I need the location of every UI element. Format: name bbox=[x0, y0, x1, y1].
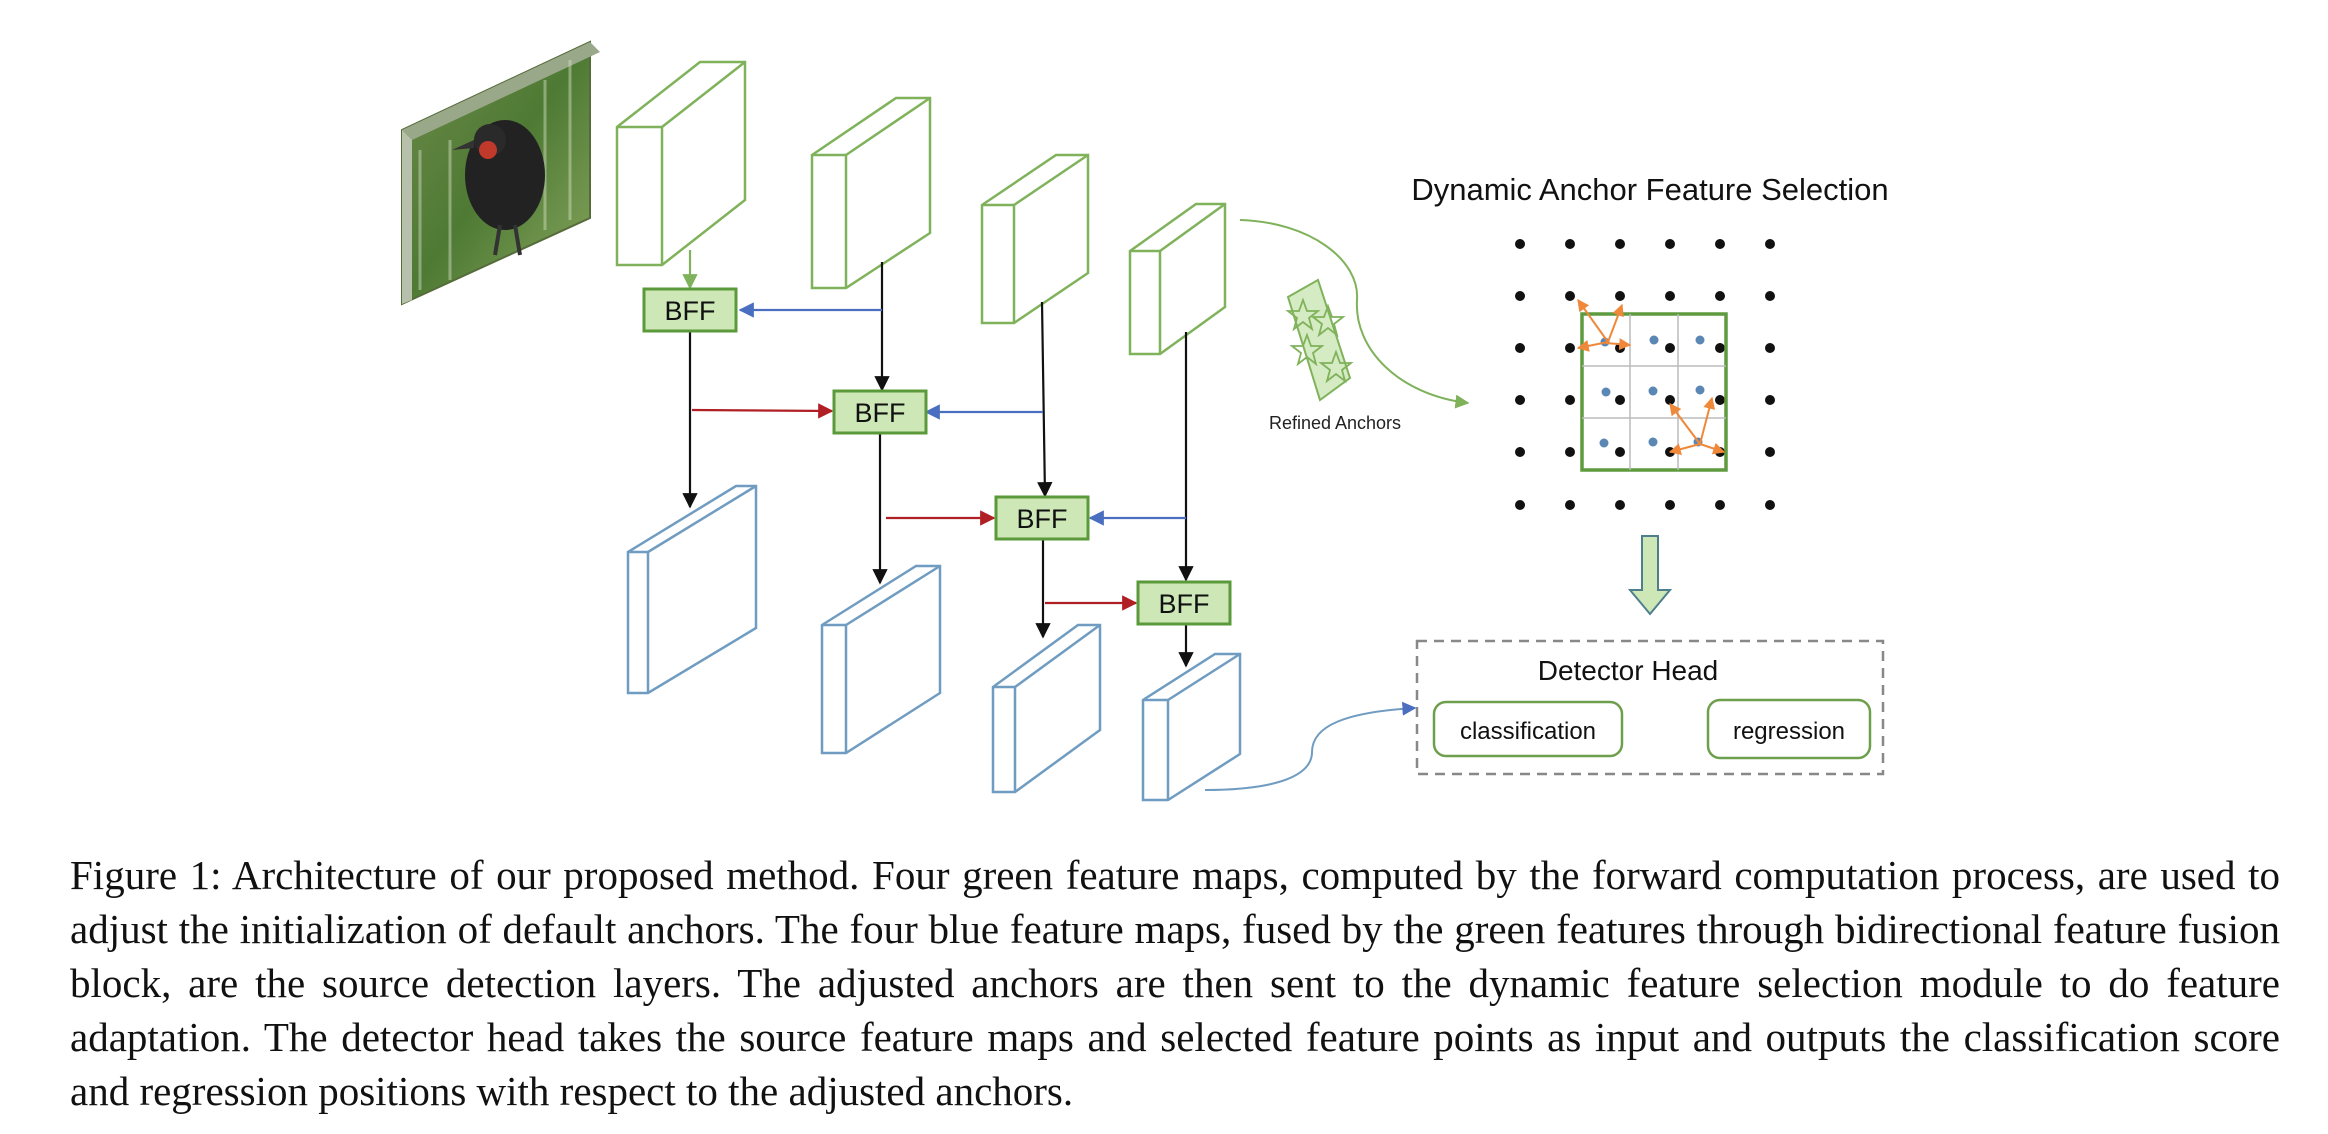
bff-block-1: BFF bbox=[642, 287, 738, 333]
anchor-dot bbox=[1665, 343, 1675, 353]
anchor-dot bbox=[1515, 500, 1525, 510]
anchor-grid bbox=[1515, 239, 1775, 510]
anchor-dot bbox=[1715, 395, 1725, 405]
anchor-dot bbox=[1715, 291, 1725, 301]
bff-block-2: BFF bbox=[832, 389, 928, 435]
detector-head-title: Detector Head bbox=[1538, 655, 1719, 686]
figure-caption: Figure 1: Architecture of our proposed m… bbox=[70, 852, 2280, 1114]
anchor-dot bbox=[1615, 239, 1625, 249]
green-feature-map-2 bbox=[810, 96, 932, 290]
bff-block-4: BFF bbox=[1136, 580, 1232, 626]
anchor-dots bbox=[1515, 239, 1775, 510]
down-arrow-icon bbox=[1627, 535, 1673, 616]
anchor-dot bbox=[1615, 447, 1625, 457]
selected-points bbox=[1599, 335, 1705, 448]
anchor-dot bbox=[1715, 343, 1725, 353]
green-feature-map-4 bbox=[1128, 202, 1227, 356]
detector-head: Detector Head classification regression bbox=[1415, 639, 1885, 776]
anchor-dot bbox=[1715, 239, 1725, 249]
bff-label: BFF bbox=[665, 296, 716, 326]
classification-box bbox=[1432, 700, 1624, 758]
anchor-dot bbox=[1565, 343, 1575, 353]
anchor-dot bbox=[1765, 239, 1775, 249]
blue-feature-map-3 bbox=[991, 623, 1102, 794]
anchor-dot bbox=[1765, 291, 1775, 301]
refined-anchors: Refined Anchors bbox=[1269, 278, 1401, 433]
blue-feature-map-2 bbox=[820, 564, 942, 755]
green-feature-map-3 bbox=[980, 153, 1090, 325]
bff-label: BFF bbox=[1017, 504, 1068, 534]
anchor-dot bbox=[1765, 343, 1775, 353]
anchor-dot bbox=[1515, 447, 1525, 457]
anchor-dot bbox=[1765, 447, 1775, 457]
star-icon bbox=[1285, 297, 1354, 384]
bff-label: BFF bbox=[855, 398, 906, 428]
anchor-dot bbox=[1515, 395, 1525, 405]
anchor-dot bbox=[1615, 291, 1625, 301]
anchor-dot bbox=[1565, 500, 1575, 510]
architecture-figure: BFF BFF BFF BFF Refined Anchors Dynamic … bbox=[401, 40, 1889, 802]
blue-feature-map-4 bbox=[1141, 652, 1242, 802]
blue-feature-map-1 bbox=[626, 484, 758, 695]
input-image bbox=[401, 40, 600, 306]
regression-box bbox=[1706, 698, 1872, 760]
anchor-dot bbox=[1715, 500, 1725, 510]
anchor-dot bbox=[1765, 395, 1775, 405]
anchor-dot bbox=[1515, 239, 1525, 249]
anchor-dot bbox=[1515, 291, 1525, 301]
flow-arrows bbox=[682, 250, 1194, 668]
refined-anchors-label: Refined Anchors bbox=[1269, 413, 1401, 433]
anchor-dot bbox=[1665, 395, 1675, 405]
refined-anchors-to-dafs-arrow bbox=[1239, 219, 1470, 409]
green-feature-map-1 bbox=[615, 60, 747, 267]
anchor-dot bbox=[1565, 239, 1575, 249]
blue-map-to-head-arrow bbox=[1204, 701, 1417, 791]
anchor-dot bbox=[1565, 395, 1575, 405]
anchor-dot bbox=[1765, 500, 1775, 510]
anchor-dot bbox=[1665, 291, 1675, 301]
bff-label: BFF bbox=[1159, 589, 1210, 619]
anchor-dot bbox=[1565, 447, 1575, 457]
offset-arrows bbox=[1576, 299, 1726, 456]
dafs-title: Dynamic Anchor Feature Selection bbox=[1411, 172, 1888, 207]
anchor-dot bbox=[1615, 500, 1625, 510]
anchor-dot bbox=[1565, 291, 1575, 301]
anchor-dot bbox=[1615, 395, 1625, 405]
classification-label: classification bbox=[1460, 718, 1596, 745]
regression-label: regression bbox=[1733, 718, 1845, 745]
anchor-dot bbox=[1665, 239, 1675, 249]
anchor-dot bbox=[1515, 343, 1525, 353]
anchor-dot bbox=[1665, 500, 1675, 510]
bff-block-3: BFF bbox=[994, 495, 1090, 541]
